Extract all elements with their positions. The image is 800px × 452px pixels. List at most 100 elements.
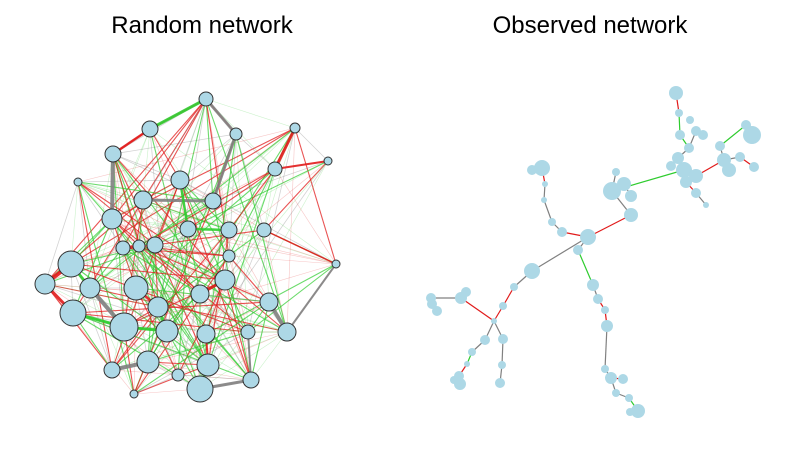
random-edge (199, 168, 276, 390)
random-edge (142, 98, 207, 201)
observed-node (557, 227, 567, 237)
random-edge (70, 263, 288, 333)
random-edge (228, 255, 337, 265)
observed-node (464, 361, 470, 367)
random-node (196, 353, 220, 377)
random-edge (207, 331, 288, 366)
random-edge (177, 228, 189, 376)
random-edge (138, 245, 159, 308)
random-edge (111, 218, 337, 265)
random-edge (112, 153, 181, 181)
random-node (204, 192, 222, 210)
random-edge (122, 247, 226, 281)
observed-node (548, 218, 556, 226)
random-edge (142, 199, 179, 376)
random-node (123, 275, 149, 301)
random-node (115, 240, 131, 256)
random-edge (112, 153, 214, 202)
random-edge-strong (204, 98, 238, 135)
random-edge (228, 168, 276, 231)
random-edge (199, 293, 252, 381)
observed-node (722, 163, 736, 177)
random-edge (112, 153, 159, 308)
random-edge (205, 98, 288, 333)
random-edge (235, 133, 276, 170)
random-node (240, 324, 256, 340)
random-edge (179, 179, 249, 333)
random-node (242, 371, 260, 389)
observed-node (675, 130, 685, 140)
observed-node (703, 202, 709, 208)
random-network-graph (34, 91, 341, 403)
random-node (103, 361, 121, 379)
observed-node (587, 279, 599, 291)
random-edge (142, 199, 337, 265)
random-edge (135, 200, 214, 289)
random-edge (77, 181, 113, 371)
random-edge (89, 153, 114, 289)
random-edge (112, 153, 249, 333)
observed-node (675, 109, 683, 117)
random-edge (179, 179, 265, 231)
observed-network-graph (426, 86, 761, 418)
random-edge (89, 287, 135, 395)
random-node (323, 156, 333, 166)
random-edge (44, 283, 135, 395)
observed-node (612, 389, 620, 397)
observed-node (666, 161, 676, 171)
random-edges (43, 97, 337, 395)
random-edge (111, 218, 125, 328)
random-edge (89, 128, 151, 289)
random-edge (157, 228, 189, 308)
random-edge (138, 245, 209, 366)
random-node (196, 324, 216, 344)
observed-edge (531, 236, 589, 272)
observed-node (601, 320, 613, 332)
random-edge (205, 333, 252, 381)
random-node (256, 222, 272, 238)
random-edge (147, 331, 288, 363)
random-edge (224, 279, 252, 381)
observed-node (495, 378, 505, 388)
random-edge (142, 199, 159, 308)
observed-node (691, 188, 701, 198)
random-edge (205, 98, 214, 202)
random-edge-strong (142, 198, 214, 203)
random-node (190, 284, 210, 304)
random-edge (179, 179, 230, 231)
random-edge (149, 128, 168, 332)
random-node (214, 269, 236, 291)
random-edge (111, 306, 159, 371)
random-edge (70, 181, 79, 265)
random-node (220, 221, 238, 239)
observed-edge (460, 297, 495, 322)
random-edge (154, 244, 201, 390)
random-edge (72, 301, 270, 314)
random-edge (44, 283, 159, 308)
random-edge (149, 128, 209, 366)
random-edge (147, 331, 249, 363)
observed-node (672, 152, 684, 164)
random-edge-strong (110, 153, 115, 220)
observed-edges (430, 92, 755, 413)
random-node (59, 299, 87, 327)
random-edge (142, 128, 151, 201)
random-edge (133, 374, 179, 395)
random-edge (89, 245, 140, 289)
random-edge-strong (149, 97, 207, 131)
random-edge (149, 128, 270, 303)
observed-node (510, 283, 518, 291)
random-edge-strong (286, 263, 337, 333)
random-edge (112, 133, 237, 155)
random-edge (77, 181, 189, 230)
observed-edge (719, 124, 747, 147)
random-edge (138, 245, 288, 333)
random-edge (112, 153, 252, 381)
random-edge (157, 98, 207, 308)
random-node (259, 292, 279, 312)
observed-node (684, 143, 694, 153)
observed-node (735, 152, 745, 162)
random-node (79, 277, 101, 299)
random-node (331, 259, 341, 269)
